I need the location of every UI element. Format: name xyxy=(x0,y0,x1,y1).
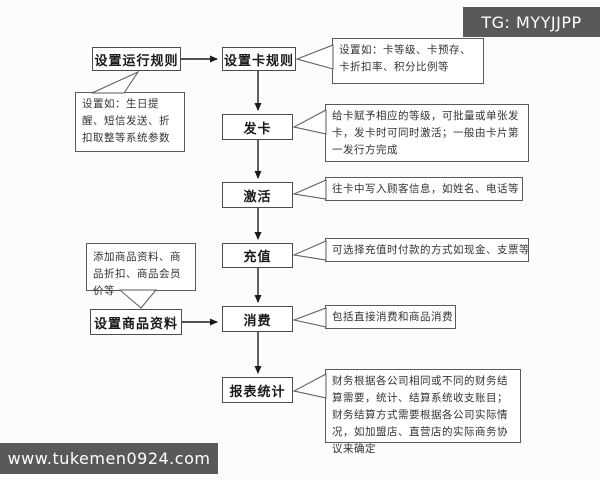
annotation-recharge: 可选择充值时付款的方式如现金、支票等 xyxy=(325,238,530,262)
tail-issue-card xyxy=(292,109,327,135)
annotation-report: 财务根据各公司相同或不同的财务结算需要，统计、结算系统收支账目；财务结算方式需要… xyxy=(325,369,521,455)
annotation-product-data: 添加商品资料、商品折扣、商品会员价等 xyxy=(86,243,196,297)
annotation-issue-card: 给卡赋予相应的等级，可批量或单张发卡，发卡时可同时激活；一般由卡片第一发行方完成 xyxy=(325,104,529,162)
tail-product xyxy=(118,289,158,309)
tail-recharge xyxy=(292,240,327,261)
tail-activate xyxy=(292,179,327,200)
node-consume: 消费 xyxy=(222,306,293,332)
watermark-website-bar: www.tukemen0924.com xyxy=(0,443,218,474)
tail-run-rules xyxy=(91,70,140,94)
node-report-stats: 报表统计 xyxy=(222,377,293,403)
node-set-run-rules: 设置运行规则 xyxy=(92,47,181,71)
tail-card-rules xyxy=(295,44,334,70)
annotation-run-rules: 设置如：生日提醒、短信发送、折扣取整等系统参数 xyxy=(75,92,185,152)
node-issue-card: 发卡 xyxy=(222,114,293,140)
watermark-telegram-badge: TG: MYYJJPP xyxy=(463,7,600,37)
node-set-product-data: 设置商品资料 xyxy=(90,309,182,335)
node-activate: 激活 xyxy=(222,182,293,208)
annotation-consume: 包括直接消费和商品消费 xyxy=(325,305,456,329)
tail-consume xyxy=(292,307,327,328)
tail-report xyxy=(292,373,327,399)
annotation-card-rules: 设置如：卡等级、卡预存、卡折扣率、积分比例等 xyxy=(332,38,484,84)
node-set-card-rules: 设置卡规则 xyxy=(222,47,296,71)
node-recharge: 充值 xyxy=(222,243,293,268)
annotation-activate: 往卡中写入顾客信息，如姓名、电话等 xyxy=(325,177,523,201)
